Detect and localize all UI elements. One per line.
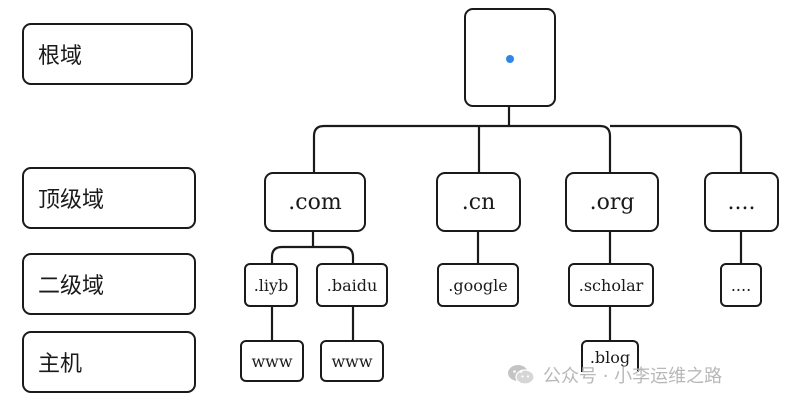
connector-root-tld xyxy=(312,106,511,173)
host-node-www-baidu: www xyxy=(320,340,384,382)
sld-more-text: .... xyxy=(730,275,752,295)
wechat-icon xyxy=(508,365,535,385)
host-blog-text: .blog xyxy=(589,347,631,367)
tld-more-text: .... xyxy=(727,189,756,215)
sld-node-liyb: .liyb xyxy=(244,263,298,307)
sld-node-more: .... xyxy=(720,263,762,307)
host-www-baidu-text: www xyxy=(331,351,373,371)
level-tld-text: 顶级域 xyxy=(38,188,105,213)
level-tld-label: 顶级域 xyxy=(22,167,196,229)
level-sld-label: 二级域 xyxy=(22,253,196,315)
sld-scholar-text: .scholar xyxy=(578,275,644,295)
sld-baidu-text: .baidu xyxy=(326,275,378,295)
host-node-blog: .blog xyxy=(581,340,639,372)
level-root-text: 根域 xyxy=(38,44,83,69)
tld-node-com: .com xyxy=(264,172,366,232)
tld-com-text: .com xyxy=(288,189,342,215)
connector-tld-more xyxy=(610,124,743,173)
level-root-label: 根域 xyxy=(22,23,193,85)
host-node-www-liyb: www xyxy=(240,340,304,382)
sld-google-text: .google xyxy=(448,275,508,295)
watermark: 公众号 · 小李运维之路 xyxy=(507,362,722,388)
tld-node-org: .org xyxy=(565,172,659,232)
level-host-label: 主机 xyxy=(22,331,196,393)
host-www-liyb-text: www xyxy=(251,351,293,371)
tld-cn-text: .cn xyxy=(461,189,496,215)
root-dot xyxy=(506,54,514,63)
tld-org-text: .org xyxy=(589,189,635,215)
connector-com-sld xyxy=(270,231,315,264)
watermark-text: 公众号 · 小李运维之路 xyxy=(543,366,723,387)
connector-com-baidu xyxy=(313,245,355,264)
sld-liyb-text: .liyb xyxy=(253,275,289,295)
tld-node-cn: .cn xyxy=(436,172,521,232)
level-sld-text: 二级域 xyxy=(38,274,105,299)
tld-node-more: .... xyxy=(704,172,779,232)
sld-node-scholar: .scholar xyxy=(568,263,654,307)
root-node xyxy=(464,8,556,107)
sld-node-baidu: .baidu xyxy=(316,263,388,307)
connector-tld-org xyxy=(509,124,612,173)
sld-node-google: .google xyxy=(437,263,519,307)
level-host-text: 主机 xyxy=(38,352,83,377)
